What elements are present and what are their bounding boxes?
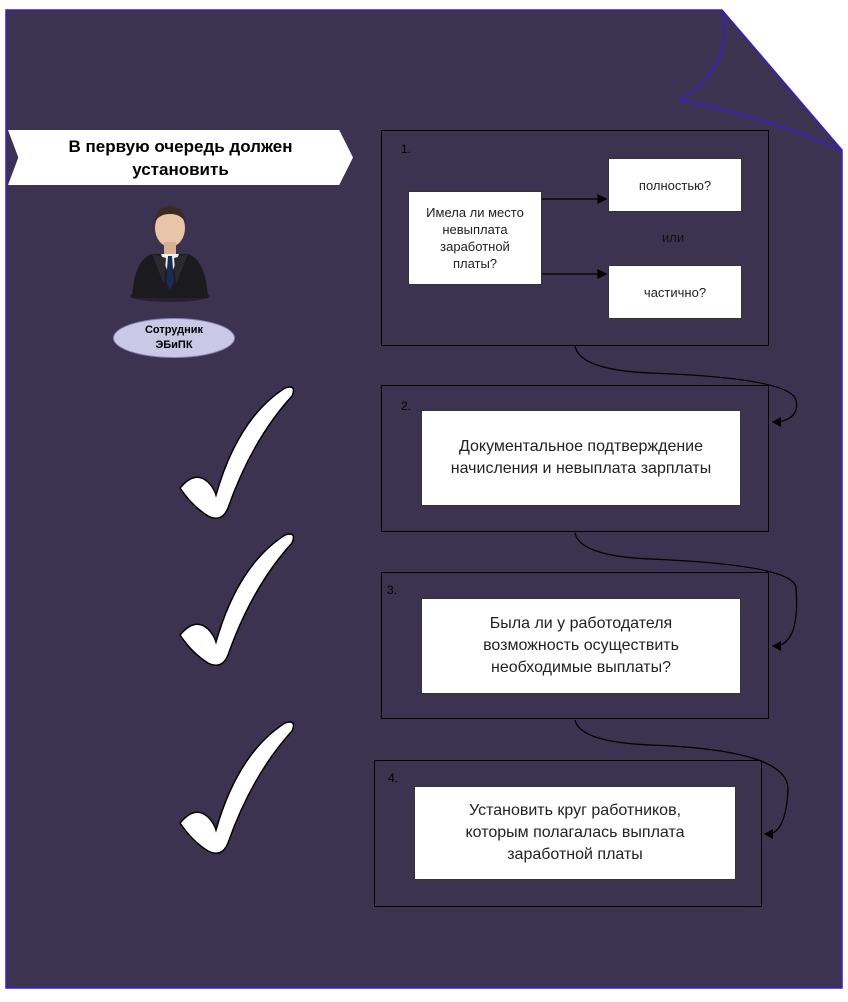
step-3-frame xyxy=(381,572,769,719)
option-full: полностью? xyxy=(608,158,742,212)
step-3-number: 3. xyxy=(387,583,398,597)
step-2-number: 2. xyxy=(401,399,412,413)
step-4-frame xyxy=(374,760,762,907)
step-3-text-box: Была ли у работодателя возможность осуще… xyxy=(421,598,741,694)
step-1-number: 1. xyxy=(401,142,412,156)
step-4-number: 4. xyxy=(388,771,399,785)
connectors xyxy=(574,345,798,835)
check-icons xyxy=(179,386,295,854)
step-2-frame xyxy=(381,385,769,532)
role-badge: Сотрудник ЭБиПК xyxy=(113,318,235,358)
banner-text: В первую очередь должен установить xyxy=(68,136,293,179)
role-line1: Сотрудник xyxy=(144,324,204,336)
title-banner: В первую очередь должен установить xyxy=(8,130,353,185)
step-1-question: Имела ли место невыплата заработной плат… xyxy=(408,191,542,285)
role-line2: ЭБиПК xyxy=(155,339,193,351)
businessman-icon xyxy=(130,206,210,302)
step-2-text-box: Документальное подтверждение начисления … xyxy=(421,410,741,506)
step-4-text-box: Установить круг работников, которым пола… xyxy=(414,786,736,880)
step-1-frame xyxy=(381,130,769,346)
or-label: или xyxy=(662,230,685,245)
option-partial: частично? xyxy=(608,265,742,319)
arrows-step1 xyxy=(541,193,608,280)
